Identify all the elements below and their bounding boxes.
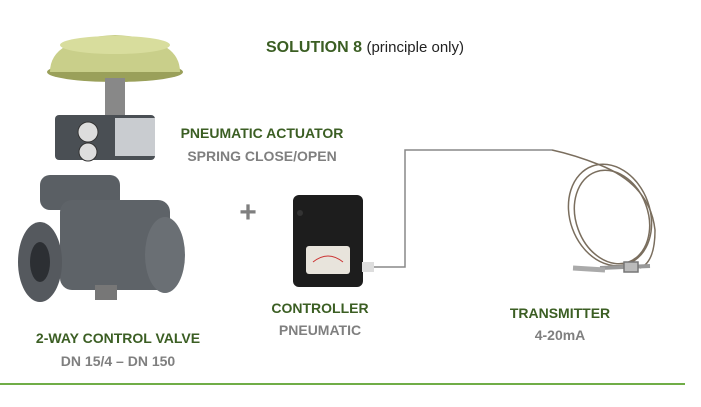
controller-label: CONTROLLER [271,300,369,316]
valve-label: 2-WAY CONTROL VALVE [35,330,201,346]
signal-cable [374,149,552,268]
actuator-label: PNEUMATIC ACTUATOR [180,125,344,141]
transmitter-detail: 4-20mA [534,327,586,343]
valve-detail: DN 15/4 – DN 150 [60,353,176,369]
plus-sign: + [239,196,257,229]
diagram-title: SOLUTION 8 (principle only) [265,39,465,56]
transmitter-label: TRANSMITTER [509,305,611,321]
control-valve-image [18,35,185,302]
controller-detail: PNEUMATIC [278,322,362,338]
actuator-detail: SPRING CLOSE/OPEN [187,148,337,164]
controller-image [293,195,374,287]
divider-line [0,383,685,385]
transmitter-image [551,149,656,273]
